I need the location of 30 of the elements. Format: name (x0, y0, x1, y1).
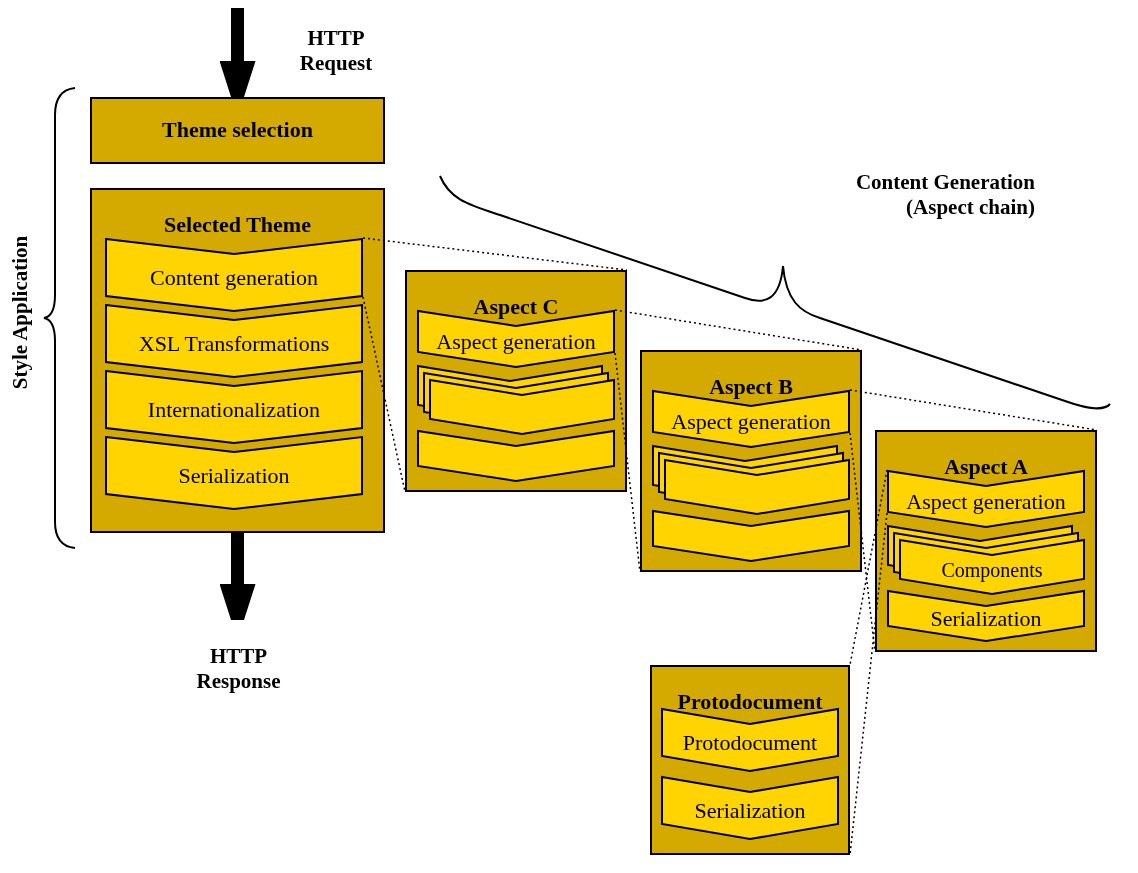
panel-title: Protodocument (676, 689, 824, 715)
stage-panel (640, 350, 862, 572)
stage-panel (875, 430, 1097, 652)
panel-title: Aspect C (472, 294, 560, 320)
panel-title: Aspect A (943, 454, 1029, 480)
request-label: HTTP Request (298, 26, 374, 76)
step-label: Internationalization (146, 398, 322, 422)
projection-line (849, 512, 888, 856)
group-label: Content Generation (Aspect chain) (854, 170, 1035, 220)
step-label: Protodocument (681, 731, 819, 755)
projection-line (362, 296, 406, 493)
stage-panel (405, 270, 627, 492)
stage-panel (650, 665, 850, 855)
process-box (90, 97, 385, 164)
step-label: Aspect generation (670, 410, 832, 434)
response-label: HTTP Response (195, 644, 282, 694)
panel-title: Selected Theme (163, 212, 312, 238)
step-label: Theme selection (161, 117, 314, 143)
panel-title: Aspect B (708, 374, 794, 400)
step-label: XSL Transformations (137, 332, 331, 356)
step-label: Serialization (929, 607, 1043, 631)
step-label: Aspect generation (435, 330, 597, 354)
stage-panel (90, 188, 385, 533)
step-label: Serialization (177, 464, 291, 488)
step-label: Serialization (693, 799, 807, 823)
step-label: Aspect generation (905, 490, 1067, 514)
step-label: Content generation (149, 266, 319, 290)
projection-line (362, 237, 628, 271)
step-label: Components (940, 558, 1044, 582)
group-label: Style Application (7, 234, 33, 392)
